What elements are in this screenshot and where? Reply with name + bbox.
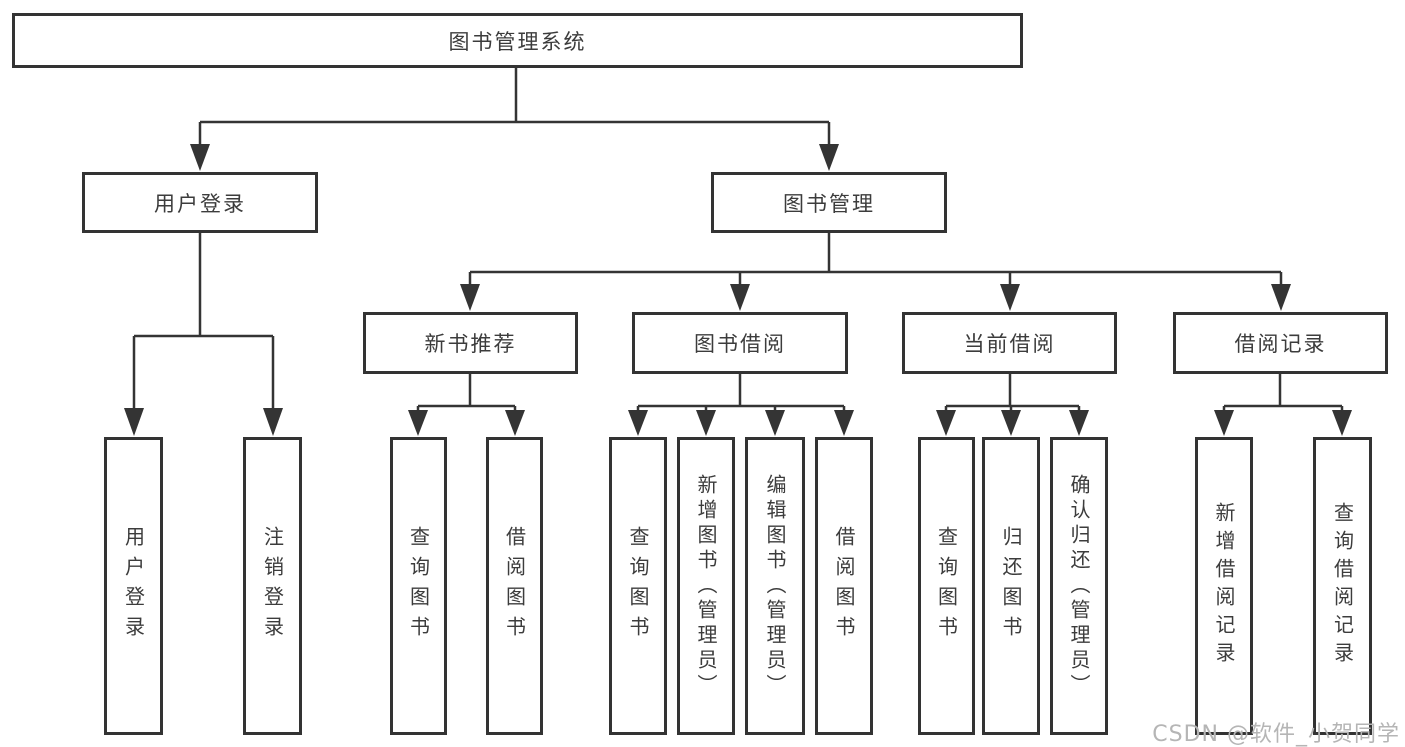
- leaf-borrow-books-recommend: 借阅图书: [486, 437, 543, 735]
- leaf-query-books-current: 查询图书: [918, 437, 975, 735]
- connector-current-borrow: [936, 374, 1089, 436]
- arrow-down-icon: [1271, 284, 1291, 311]
- arrow-down-icon: [263, 408, 283, 436]
- leaf-confirm-return-admin: 确认归还（管理员）: [1050, 437, 1108, 735]
- arrow-down-icon: [1069, 410, 1089, 436]
- leaf-add-borrow-record: 新增借阅记录: [1195, 437, 1253, 735]
- connector-book-borrow: [628, 374, 854, 436]
- arrow-down-icon: [1001, 410, 1021, 436]
- leaf-query-books-borrow: 查询图书: [609, 437, 667, 735]
- arrow-down-icon: [505, 410, 525, 436]
- arrow-down-icon: [408, 410, 428, 436]
- arrow-down-icon: [730, 284, 750, 311]
- node-user-login: 用户登录: [82, 172, 318, 233]
- leaf-return-books: 归还图书: [982, 437, 1040, 735]
- arrow-down-icon: [936, 410, 956, 436]
- arrow-down-icon: [1000, 284, 1020, 311]
- node-library-management-system: 图书管理系统: [12, 13, 1023, 68]
- arrow-down-icon: [1332, 410, 1352, 436]
- node-borrow-records: 借阅记录: [1173, 312, 1388, 374]
- arrow-down-icon: [124, 408, 144, 436]
- node-new-book-recommend: 新书推荐: [363, 312, 578, 374]
- arrow-down-icon: [1214, 410, 1234, 436]
- node-book-management: 图书管理: [711, 172, 947, 233]
- leaf-query-books-recommend: 查询图书: [390, 437, 447, 735]
- connector-user-login: [124, 233, 283, 436]
- connector-new-book-recommend: [408, 374, 525, 436]
- arrow-down-icon: [765, 410, 785, 436]
- leaf-borrow-books: 借阅图书: [815, 437, 873, 735]
- leaf-query-borrow-record: 查询借阅记录: [1313, 437, 1372, 735]
- connector-book-management: [460, 233, 1291, 311]
- connector-root: [190, 68, 839, 171]
- node-current-borrow: 当前借阅: [902, 312, 1117, 374]
- leaf-logout-login: 注销登录: [243, 437, 302, 735]
- arrow-down-icon: [819, 144, 839, 171]
- arrow-down-icon: [834, 410, 854, 436]
- arrow-down-icon: [460, 284, 480, 311]
- leaf-user-login: 用户登录: [104, 437, 163, 735]
- arrow-down-icon: [696, 410, 716, 436]
- leaf-edit-books-admin: 编辑图书（管理员）: [745, 437, 805, 735]
- arrow-down-icon: [628, 410, 648, 436]
- connector-borrow-records: [1214, 374, 1352, 436]
- leaf-add-books-admin: 新增图书（管理员）: [677, 437, 735, 735]
- node-book-borrow: 图书借阅: [632, 312, 848, 374]
- arrow-down-icon: [190, 144, 210, 171]
- csdn-watermark: CSDN @软件_小贺同学: [1152, 722, 1400, 747]
